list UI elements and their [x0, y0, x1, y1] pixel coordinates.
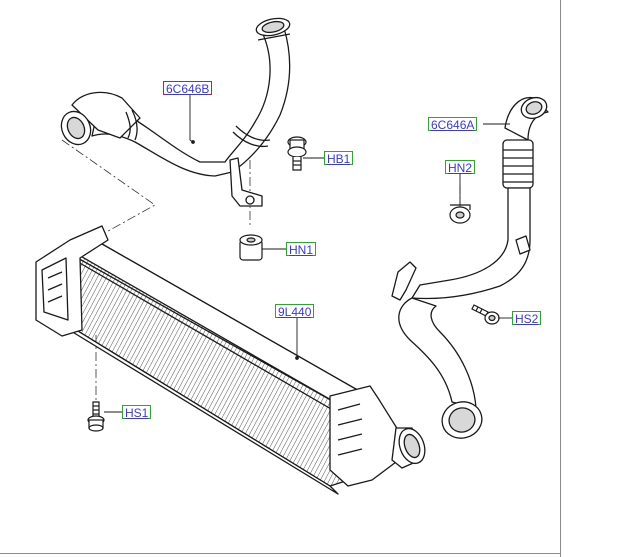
screw-hs2	[471, 304, 500, 325]
frame-right-rule	[560, 0, 561, 557]
intercooler-core	[35, 225, 426, 495]
nut-hn1	[239, 234, 263, 261]
upper-left-hose	[60, 17, 291, 207]
nut-hn2	[449, 204, 471, 224]
leader-lines	[104, 95, 512, 413]
callout-9l440[interactable]: 9L440	[275, 304, 315, 319]
frame-bottom-rule	[0, 553, 560, 554]
callout-hs2[interactable]: HS2	[512, 311, 542, 326]
callout-hs1[interactable]: HS1	[122, 405, 152, 420]
right-hose	[391, 96, 549, 439]
callout-6c646b[interactable]: 6C646B	[163, 81, 213, 96]
callout-hn2[interactable]: HN2	[445, 160, 476, 175]
callout-hb1[interactable]: HB1	[324, 151, 354, 166]
callout-hn1[interactable]: HN1	[286, 242, 317, 257]
screw-hs1	[87, 401, 105, 432]
callout-6c646a[interactable]: 6C646A	[428, 117, 478, 132]
bolt-hb1	[287, 136, 307, 171]
